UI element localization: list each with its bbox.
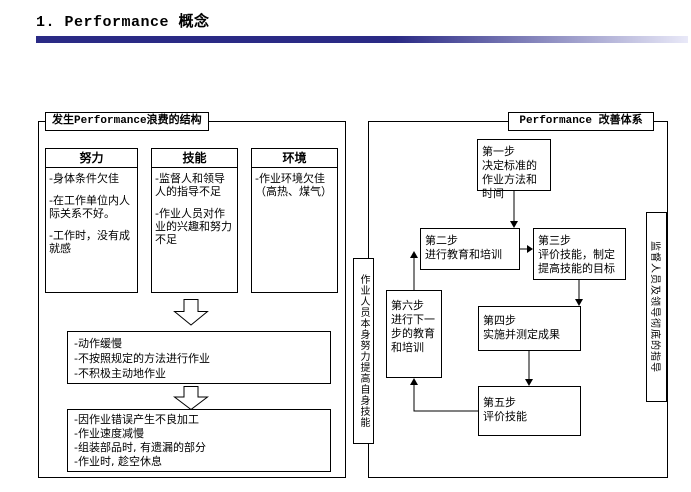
list-item: -作业人员对作业的兴趣和努力不足 [155,207,232,246]
step-name: 第四步 [483,314,516,327]
page-title: 1. Performance 概念 [36,14,210,31]
list-item: -作业环境欠佳（高热、煤气） [255,172,332,198]
behavior-waste-box: -动作缓慢 -不按照规定的方法进行作业 -不积极主动地作业 [67,331,331,384]
text-line: -动作缓慢 [74,337,122,350]
effort-column: 努力 -身体条件欠佳 -在工作单位内人际关系不好。 -工作时，没有成就感 [45,148,138,293]
step4-box: 第四步 实施并测定成果 [478,306,581,351]
text-line: -不积极主动地作业 [74,367,166,380]
step1-box: 第一步 决定标准的作业方法和时间 [477,139,551,200]
step-desc: 评价技能 [483,410,527,423]
step-name: 第一步 [482,145,515,158]
worker-self-effort-label: 作业人员本身努力提高自身技能 [358,274,369,428]
text-line: -不按照规定的方法进行作业 [74,352,210,365]
title-underline-bar [36,36,688,43]
supervisor-guidance-label: 监督人员及领导彻底的指导 [649,241,660,373]
block-arrow-down-icon [173,299,209,326]
text-line: -作业时, 趁空休息 [74,455,162,468]
waste-structure-panel-title: 发生Performance浪费的结构 [45,112,209,131]
list-item: -身体条件欠佳 [49,172,119,185]
step-desc: 评价技能，制定提高技能的目标 [538,248,615,275]
skill-column: 技能 -监督人和领导人的指导不足 -作业人员对作业的兴趣和努力不足 [151,148,238,293]
worker-self-effort-label-box: 作业人员本身努力提高自身技能 [353,258,374,444]
text-line: -组装部品时, 有遗漏的部分 [74,441,206,454]
environment-column-header: 环境 [252,149,337,168]
environment-column: 环境 -作业环境欠佳（高热、煤气） [251,148,338,293]
effort-column-header: 努力 [46,149,137,168]
step6-box: 第六步 进行下一步的教育和培训 [386,290,442,378]
step-desc: 进行教育和培训 [425,248,502,261]
step5-box: 第五步 评价技能 [478,386,581,436]
list-item: -工作时，没有成就感 [49,229,130,255]
effort-column-body: -身体条件欠佳 -在工作单位内人际关系不好。 -工作时，没有成就感 [46,168,137,255]
step-desc: 进行下一步的教育和培训 [391,313,435,354]
supervisor-guidance-label-box: 监督人员及领导彻底的指导 [646,212,667,402]
text-line: -因作业错误产生不良加工 [74,413,199,426]
list-item: -监督人和领导人的指导不足 [155,172,225,198]
list-item: -在工作单位内人际关系不好。 [49,194,130,220]
text-line: -作业速度减慢 [74,427,144,440]
block-arrow-down-icon [173,386,209,410]
step-name: 第三步 [538,234,571,247]
step-desc: 决定标准的作业方法和时间 [482,159,537,200]
step2-box: 第二步 进行教育和培训 [420,228,520,270]
step-name: 第六步 [391,299,424,312]
step-desc: 实施并测定成果 [483,328,560,341]
improvement-system-panel-title: Performance 改善体系 [508,112,654,131]
result-waste-box: -因作业错误产生不良加工 -作业速度减慢 -组装部品时, 有遗漏的部分 -作业时… [67,409,331,472]
skill-column-header: 技能 [152,149,237,168]
skill-column-body: -监督人和领导人的指导不足 -作业人员对作业的兴趣和努力不足 [152,168,237,246]
environment-column-body: -作业环境欠佳（高热、煤气） [252,168,337,198]
step-name: 第五步 [483,396,516,409]
step-name: 第二步 [425,234,458,247]
step3-box: 第三步 评价技能，制定提高技能的目标 [533,228,626,280]
